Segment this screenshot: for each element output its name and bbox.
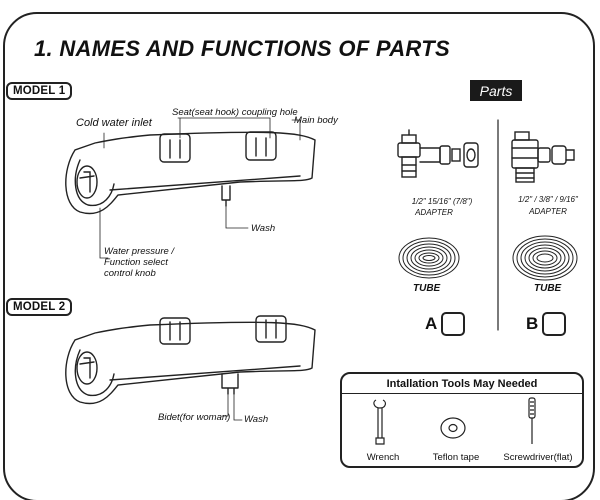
- adapter-b-label: ADAPTER: [529, 207, 567, 216]
- tube-b-label: TUBE: [534, 283, 562, 294]
- adapter-b-icon: [511, 131, 575, 183]
- page-frame: [3, 12, 595, 500]
- tool-wrench-label: Wrench: [366, 452, 400, 463]
- installation-tools-panel: Intallation Tools May Needed Wrench Tefl…: [340, 372, 584, 468]
- tool-teflon-tape-label: Teflon tape: [432, 452, 480, 463]
- tools-illustration: [373, 397, 536, 445]
- option-b-letter: B: [526, 314, 539, 333]
- screwdriver-icon: [528, 397, 536, 444]
- control-knob-label-line-1: Water pressure /: [104, 246, 175, 257]
- control-knob-label-line-2: Function select: [104, 257, 168, 268]
- wash-label-model-1: Wash: [251, 223, 276, 234]
- adapter-a-label: ADAPTER: [415, 208, 453, 217]
- main-body-label: Main body: [294, 115, 338, 126]
- control-knob-label-line-3: control knob: [104, 268, 156, 279]
- adapter-a-sizes: 1/2" 15/16" (7/8"): [411, 197, 473, 206]
- model-2-label: MODEL 2: [6, 298, 73, 316]
- adapter-b-sizes: 1/2" / 3/8" / 9/16": [518, 195, 578, 204]
- parts-label: Parts: [470, 80, 522, 101]
- tube-b-icon: [512, 235, 578, 281]
- wash-label-model-2: Wash: [244, 414, 269, 425]
- model-1-leaders: [99, 117, 301, 259]
- model-1-label: MODEL 1: [6, 82, 73, 100]
- tube-a-label: TUBE: [413, 283, 441, 294]
- option-a[interactable]: A: [425, 312, 466, 336]
- bidet-for-woman-label: Bidet(for woman): [158, 412, 231, 423]
- model-2-leaders: [221, 393, 243, 421]
- option-b[interactable]: B: [526, 312, 567, 336]
- page-title: 1. NAMES AND FUNCTIONS OF PARTS: [34, 36, 450, 61]
- option-b-checkbox[interactable]: [542, 312, 567, 336]
- model-2-bidet-body: [65, 315, 316, 405]
- model-1-bidet-body: [65, 131, 316, 215]
- option-a-checkbox[interactable]: [441, 312, 466, 336]
- cold-water-inlet-label: Cold water inlet: [76, 117, 152, 129]
- tube-a-icon: [398, 237, 460, 279]
- installation-tools-title: Intallation Tools May Needed: [342, 374, 582, 394]
- adapter-a-icon: [397, 129, 479, 178]
- option-a-letter: A: [425, 314, 438, 333]
- teflon-tape-icon: [440, 417, 466, 439]
- tool-screwdriver-label: Screwdriver(flat): [503, 452, 573, 463]
- wrench-icon: [373, 399, 386, 445]
- seat-hook-coupling-hole-label: Seat(seat hook) coupling hole: [172, 107, 298, 118]
